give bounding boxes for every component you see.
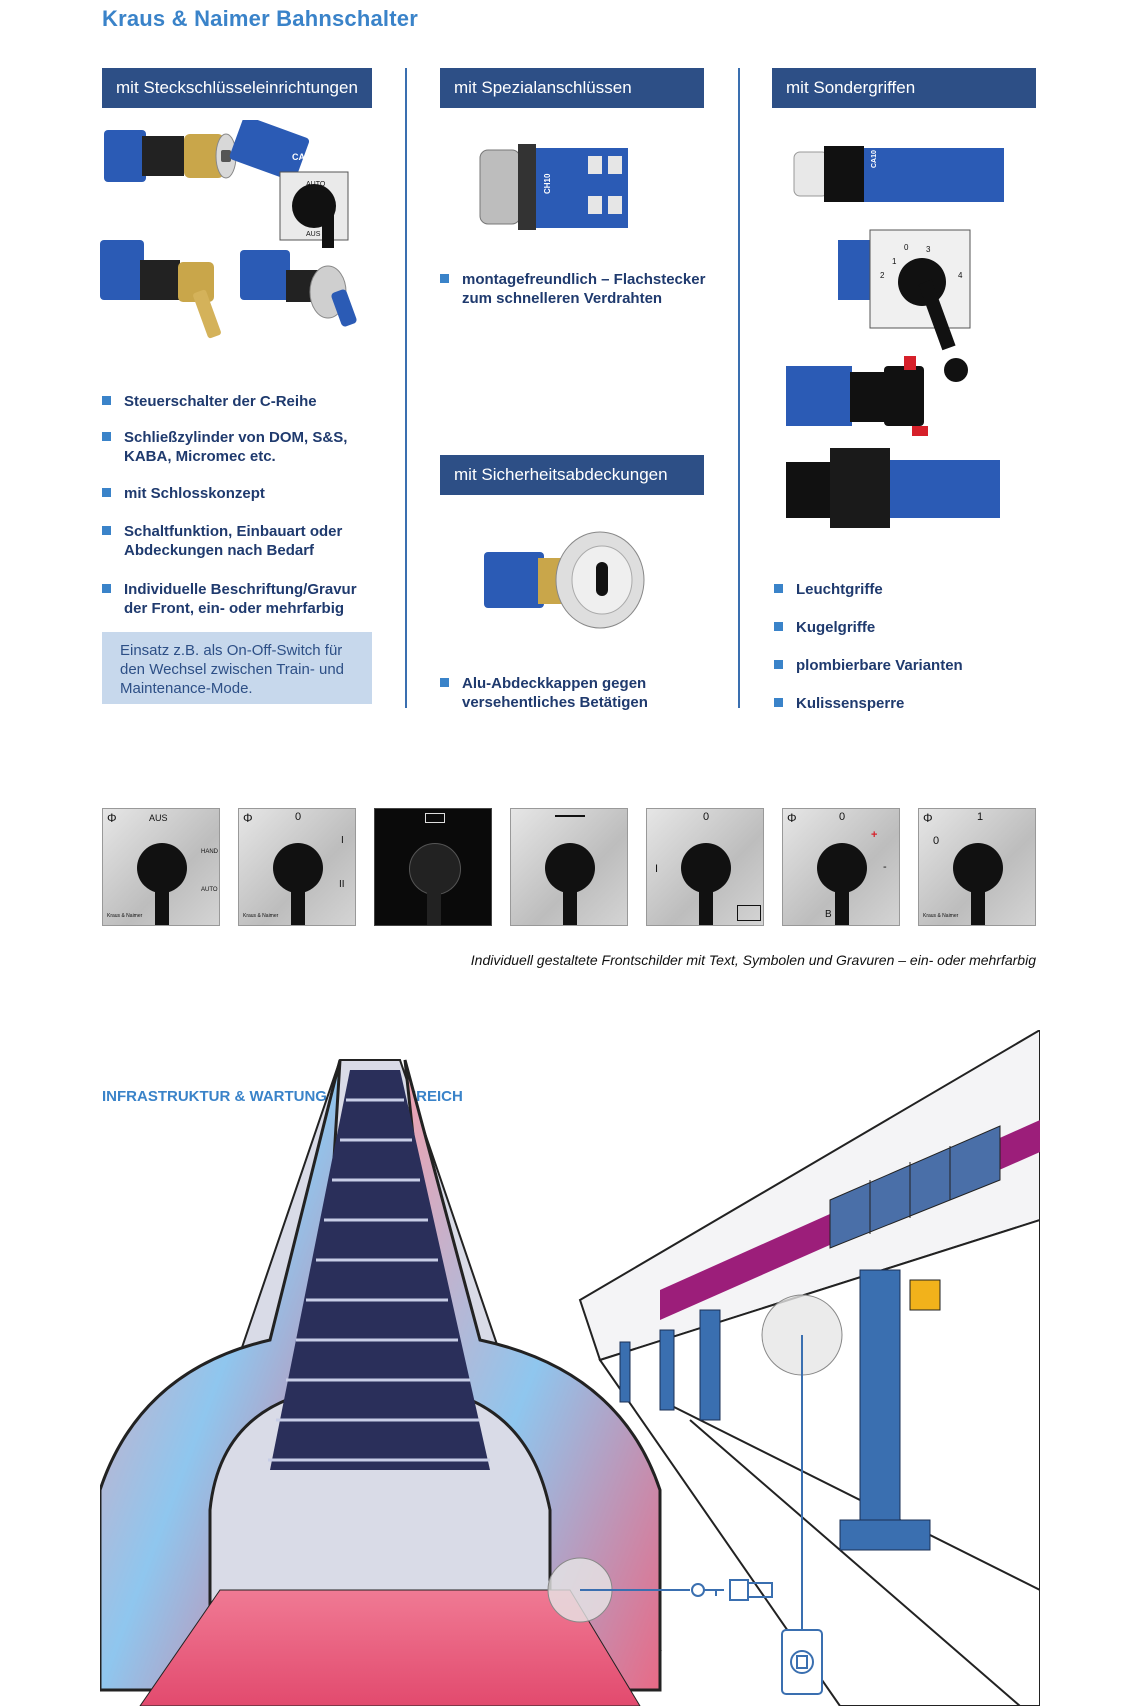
escalator — [100, 1059, 662, 1706]
handle-position: 2 — [880, 271, 885, 280]
special-handle-product — [786, 356, 928, 436]
trackside-switch-post — [761, 1269, 941, 1551]
switch-label: CH10 — [543, 173, 552, 194]
column-header-special-connectors: mit Spezialanschlüssen — [440, 68, 704, 108]
plate-label: 0 — [295, 811, 302, 823]
feature-bullet: Individuelle Beschriftung/Gravur der Fro… — [102, 580, 372, 618]
railway-illustration — [100, 1030, 1040, 1706]
plates-caption: Individuell gestaltete Frontschilder mit… — [470, 952, 1036, 968]
safety-cover-photo — [484, 531, 645, 629]
plate-label: AUTO — [201, 887, 218, 893]
padlock-icon — [781, 1629, 823, 1695]
plate-symbol: Φ — [243, 811, 253, 825]
plate-brand: Kraus & Naimer — [107, 913, 143, 919]
feature-bullet: mit Schlosskonzept — [102, 484, 372, 503]
front-plate: Φ 0 I II Kraus & Naimer — [238, 808, 356, 926]
key-switch-product — [104, 130, 237, 182]
plate-label: II — [339, 879, 345, 890]
plate-label: B 1 — [825, 909, 841, 920]
key-switch-product — [240, 250, 357, 327]
special-handle-photos: CA10 0 3 1 2 4 — [786, 146, 1004, 528]
key-icon — [691, 1583, 724, 1597]
front-plate: 0 I — [646, 808, 764, 926]
plate-label: - — [883, 861, 887, 873]
plate-label: 0 — [933, 835, 940, 847]
plate-brand: Kraus & Naimer — [923, 913, 959, 919]
plate-label: 0 — [703, 811, 710, 823]
plate-label: AUS — [149, 813, 168, 823]
feature-bullet: Kulissensperre — [774, 694, 1034, 713]
front-plate: Φ 0 + - B 1 — [782, 808, 900, 926]
special-handle-product — [786, 448, 1000, 528]
plate-label: + — [871, 829, 878, 841]
handle-position: 3 — [926, 245, 931, 254]
feature-bullet: Steuerschalter der C-Reihe — [102, 392, 372, 411]
plate-symbol: Φ — [107, 811, 117, 825]
front-plate: Φ 1 0 Kraus & Naimer — [918, 808, 1036, 926]
front-plate — [510, 808, 628, 926]
front-plate — [374, 808, 492, 926]
handle-position: 0 — [904, 243, 909, 252]
plate-label: HAND — [201, 849, 219, 855]
handle-position: 1 — [892, 257, 897, 266]
key-switch-photos: CA4 AUTO AUS — [100, 120, 357, 339]
switch-label: CA4 — [292, 152, 310, 162]
feature-bullet: montagefreundlich – Flachstecker zum sch… — [440, 270, 720, 308]
column-divider — [405, 68, 407, 708]
column-header-special-handles: mit Sondergriffen — [772, 68, 1036, 108]
special-connector-photo: CH10 — [479, 144, 628, 230]
handle-position: 4 — [958, 271, 963, 280]
feature-bullet: Alu-Abdeckkappen gegen versehentliches B… — [440, 674, 720, 712]
feature-bullet: plombierbare Varianten — [774, 656, 1034, 675]
switch-icon — [729, 1579, 773, 1601]
plate-symbol: Φ — [923, 811, 933, 825]
switch-label: AUS — [306, 231, 321, 238]
plate-label: I — [341, 835, 344, 846]
column-header-safety-covers: mit Sicherheitsabdeckungen — [440, 455, 704, 495]
plate-label: 0 — [839, 811, 846, 823]
front-plate: Φ AUS HAND AUTO Kraus & Naimer — [102, 808, 220, 926]
page-title: Kraus & Naimer Bahnschalter — [102, 6, 418, 31]
train — [578, 1030, 1040, 1362]
feature-bullet: Kugelgriffe — [774, 618, 1034, 637]
switch-label: AUTO — [306, 181, 326, 188]
special-handle-product: 0 3 1 2 4 — [838, 229, 971, 382]
plate-brand: Kraus & Naimer — [243, 913, 279, 919]
feature-bullet: Leuchtgriffe — [774, 580, 1034, 599]
plate-label: I — [655, 863, 659, 875]
usage-note: Einsatz z.B. als On-Off-Switch für den W… — [102, 632, 372, 704]
column-header-key-switches: mit Steckschlüsseleinrichtungen — [102, 68, 372, 108]
plate-label: 1 — [977, 811, 984, 823]
plate-symbol: Φ — [787, 811, 797, 825]
key-switch-product — [100, 240, 221, 339]
special-handle-product: CA10 — [793, 146, 1004, 202]
key-switch-product: CA4 AUTO AUS — [229, 120, 349, 248]
feature-bullet: Schaltfunktion, Einbauart oder Abdeckung… — [102, 522, 372, 560]
switch-label: CA10 — [871, 150, 878, 168]
feature-bullet: Schließzylinder von DOM, S&S, KABA, Micr… — [102, 428, 372, 466]
column-divider — [738, 68, 740, 708]
